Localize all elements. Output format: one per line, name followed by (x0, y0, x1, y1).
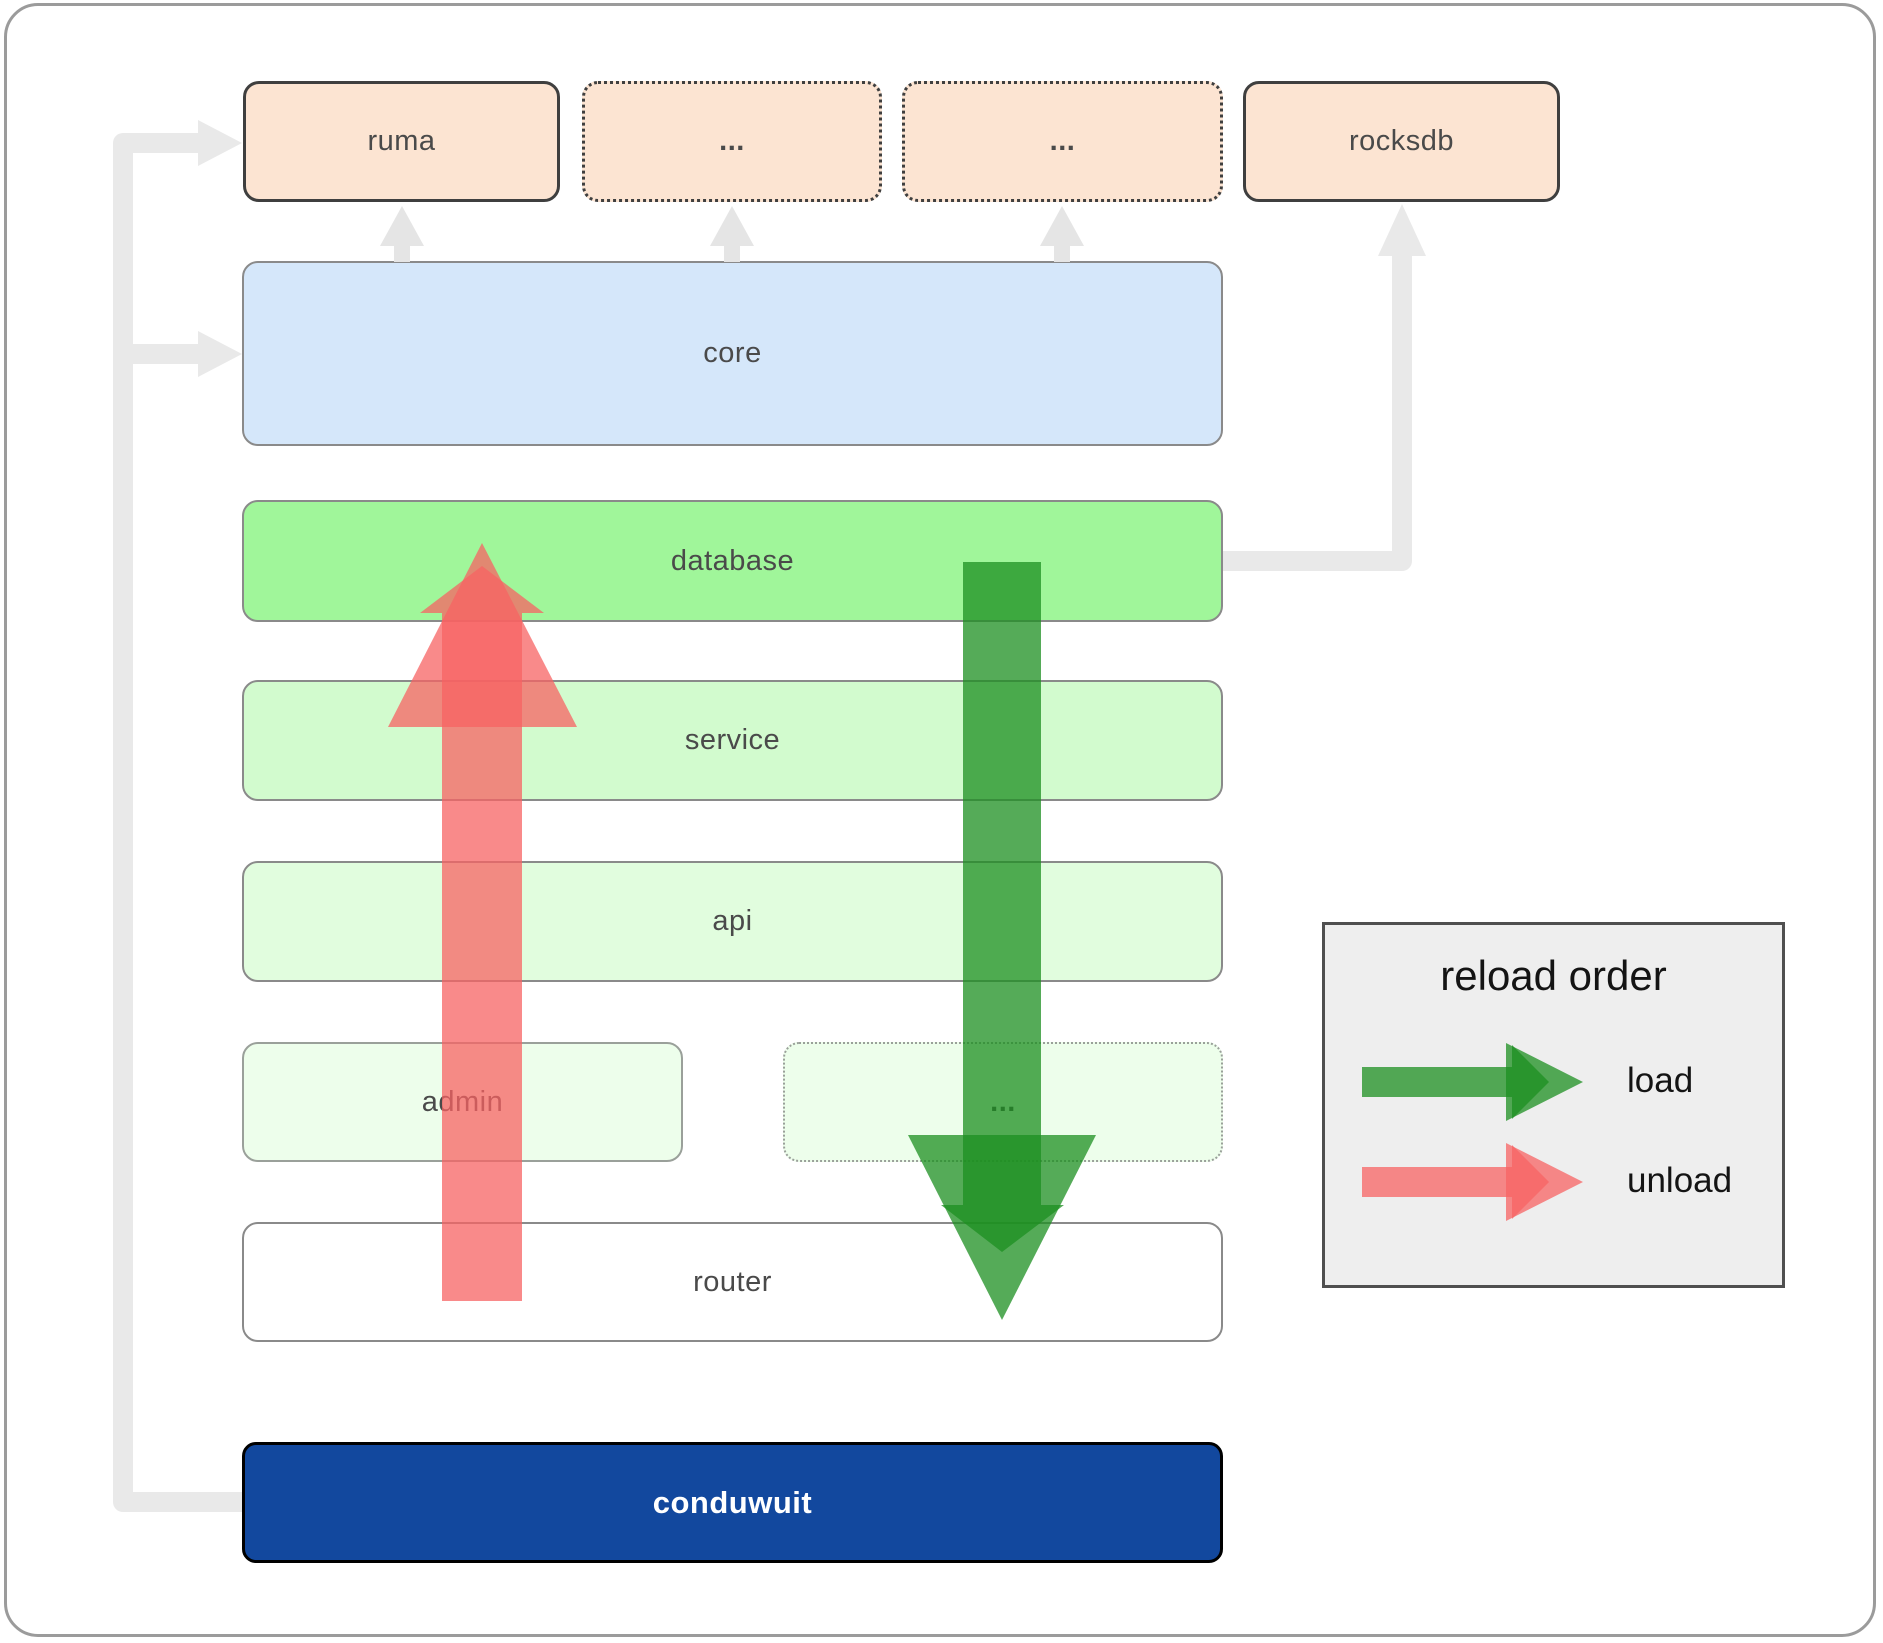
box-rocksdb: rocksdb (1243, 81, 1560, 202)
box-admin: admin (242, 1042, 683, 1162)
box-conduwuit: conduwuit (242, 1442, 1223, 1563)
legend-label-load: load (1627, 1061, 1694, 1100)
box-ruma: ruma (243, 81, 560, 202)
box-database: database (242, 500, 1223, 622)
box-router: router (242, 1222, 1223, 1342)
legend-title: reload order (1440, 952, 1667, 999)
box-core: core (242, 261, 1223, 446)
legend-label-unload: unload (1627, 1161, 1733, 1200)
box-ellipsis-top-1: ... (582, 81, 882, 202)
outer-frame (4, 3, 1876, 1637)
box-ellipsis-admin: ... (783, 1042, 1223, 1162)
box-ellipsis-top-2: ... (902, 81, 1223, 202)
box-api: api (242, 861, 1223, 982)
box-service: service (242, 680, 1223, 801)
